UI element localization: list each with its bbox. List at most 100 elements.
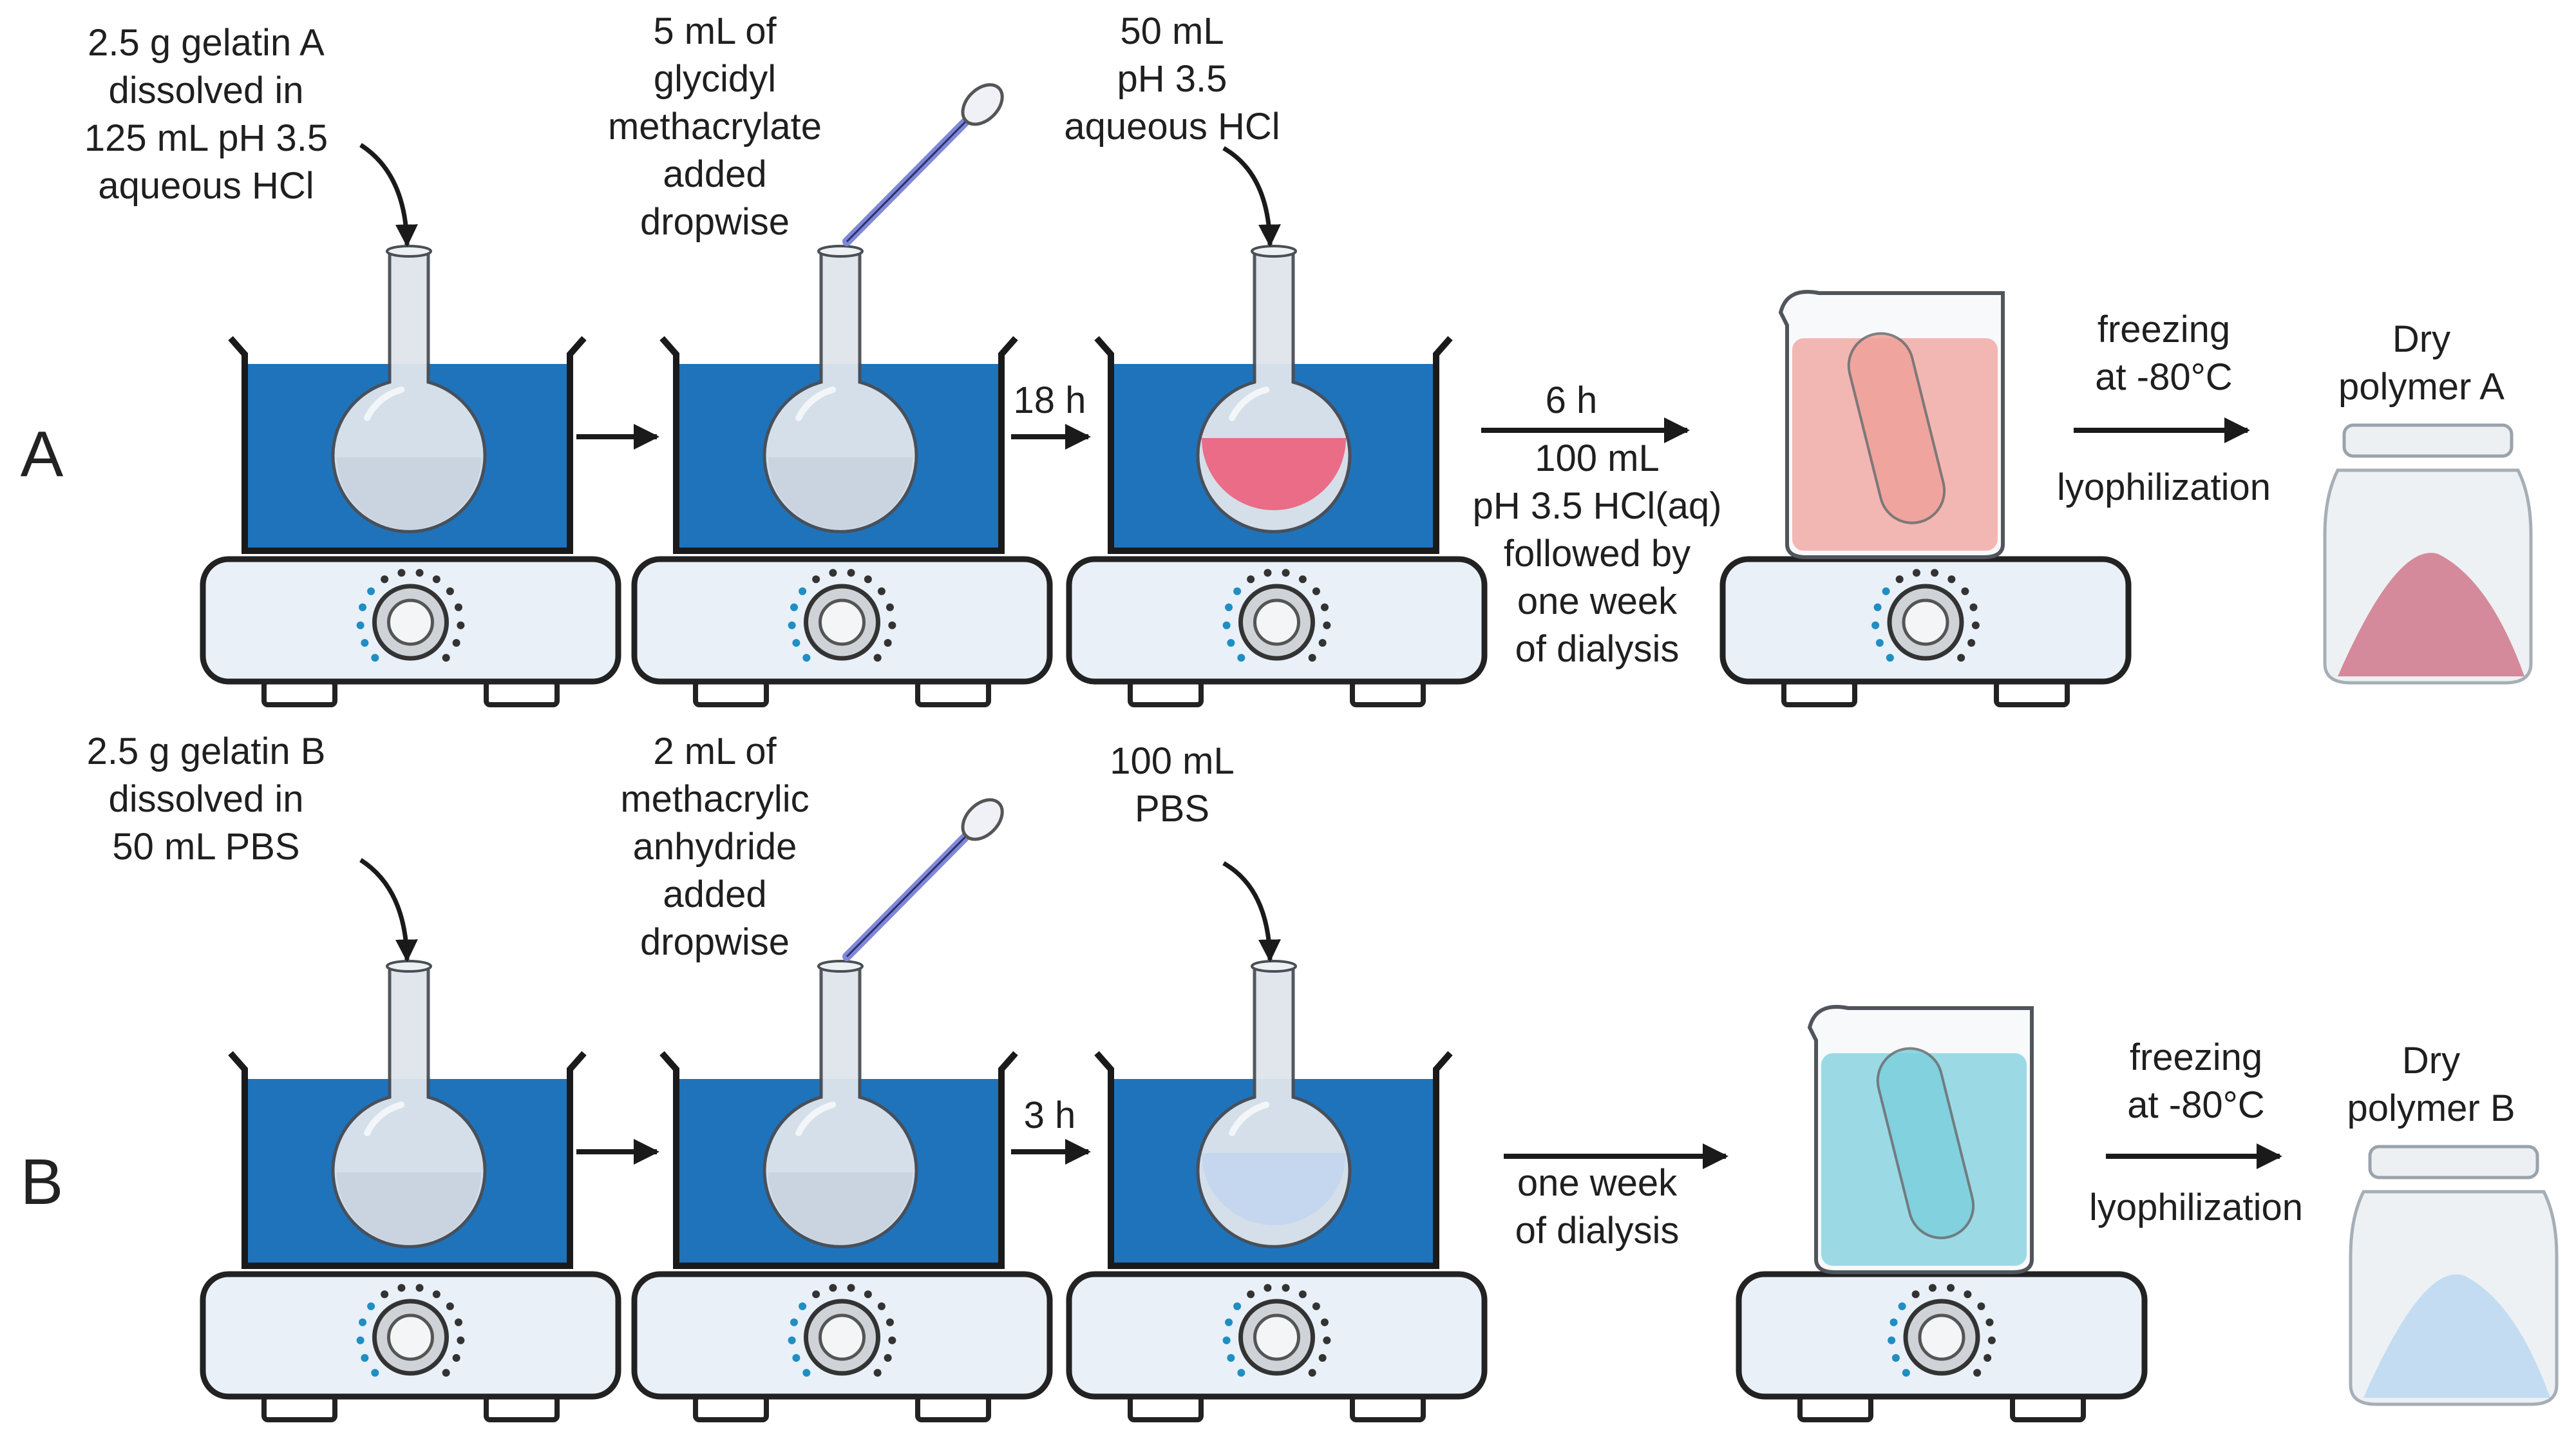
row-a-time-label: 18 h [1013, 379, 1086, 421]
dial-dot [1237, 654, 1245, 662]
dial-dot [792, 639, 800, 647]
dial-dot [457, 621, 465, 629]
flask-highlight [1229, 386, 1270, 421]
dial-dot [415, 569, 424, 577]
dial-dot [1222, 621, 1231, 629]
dial-dot [888, 1336, 896, 1344]
flask-2 [762, 960, 918, 1248]
dial-dot [873, 1369, 882, 1377]
dial-dot [381, 1290, 389, 1299]
beaker-glass [1778, 290, 2005, 559]
row-a-product-label: Dry polymer A [2338, 318, 2505, 408]
row-a-freezing-label: freezing at -80°C [2095, 309, 2233, 398]
dial-dot [1898, 1302, 1906, 1310]
bath-outline [228, 1051, 587, 1269]
hotplate-foot [2010, 1394, 2086, 1422]
bath-outline [659, 1051, 1018, 1269]
dial-dot [1891, 1354, 1900, 1362]
dial-dot [1308, 1369, 1316, 1377]
row-a-step2-label: 5 mL of glycidyl methacrylate added drop… [607, 10, 822, 243]
dial-dot [788, 1336, 796, 1344]
row-b-time-label: 3 h [1023, 1094, 1076, 1136]
jar-lid [2368, 1145, 2539, 1179]
hotplate-3 [1066, 1271, 1488, 1422]
dial-dot [1233, 587, 1242, 595]
dial-dot [1225, 1318, 1233, 1326]
dial-dot [790, 603, 799, 611]
dial-dot [1875, 639, 1884, 647]
dial-dot [415, 1284, 424, 1292]
dial-dot [873, 654, 882, 662]
powder [2338, 553, 2524, 676]
dial-dot [457, 1336, 465, 1344]
jar [2323, 423, 2533, 685]
flask-rim [817, 960, 864, 973]
dial-dot [1882, 587, 1890, 595]
row-a-step3-label: 50 mL pH 3.5 aqueous HCl [1064, 10, 1280, 148]
bath-outline [228, 336, 587, 554]
dial-center [819, 598, 866, 646]
dial-dot [792, 1354, 800, 1362]
row-a [200, 83, 2533, 707]
dial-dot [1871, 621, 1880, 629]
dial-dot [1247, 575, 1255, 584]
dial-dot [1282, 1284, 1290, 1292]
jar-lid [2342, 423, 2514, 458]
beaker-glass [1807, 1005, 2034, 1274]
dial-dot [1973, 1369, 1982, 1377]
dial-dot [1987, 1336, 1996, 1344]
hotplate-4 [1736, 1271, 2148, 1422]
dial-dot [1247, 1290, 1255, 1299]
dial-dot [356, 621, 365, 629]
dial-dot [1237, 1369, 1245, 1377]
arrow-step1 [359, 858, 418, 962]
flask-highlight [795, 386, 837, 421]
dial-dot [1911, 1290, 1920, 1299]
dial-dot [884, 1354, 892, 1362]
hotplate-foot [261, 1394, 337, 1422]
dial-dot [367, 1302, 375, 1310]
dial-dot [847, 1284, 855, 1292]
hotplate-2 [631, 1271, 1053, 1422]
dial-dot [877, 1302, 886, 1310]
row-a-letter: A [20, 418, 64, 490]
dialysis-beaker [1807, 1005, 2034, 1274]
dial-dot [381, 575, 389, 584]
row-b-step2-label: 2 mL of methacrylic anhydride added drop… [620, 730, 810, 963]
dial-dot [1967, 639, 1976, 647]
dial-dot [1971, 621, 1980, 629]
dial-dot [812, 1290, 820, 1299]
row-a-lyophilization-label: lyophilization [2056, 466, 2271, 508]
flask-liquid [337, 457, 481, 530]
row-b-step1-label: 2.5 g gelatin B dissolved in 50 mL PBS [86, 730, 326, 868]
hotplate-foot [915, 679, 991, 707]
row-b-product-label: Dry polymer B [2347, 1040, 2515, 1129]
dial-dot [1969, 603, 1978, 611]
dial-dot [446, 1302, 454, 1310]
dial-dot [442, 1369, 450, 1377]
arrow-step3 [1222, 861, 1281, 962]
hotplate-foot [1128, 1394, 1204, 1422]
dial-dot [802, 654, 811, 662]
dial-dot [1312, 1302, 1320, 1310]
dial-dot [1947, 1284, 1955, 1292]
flask-2 [762, 245, 918, 533]
dial-dot [1320, 603, 1329, 611]
dial-dot [1886, 654, 1894, 662]
dial-dot [361, 1354, 369, 1362]
dial-dot [1889, 1318, 1898, 1326]
flask-liquid [1202, 438, 1346, 510]
dial-dot [1323, 1336, 1331, 1344]
flask-3 [1196, 960, 1352, 1248]
hotplate-foot [1128, 679, 1204, 707]
hotplate-4 [1719, 556, 2132, 707]
flask-liquid [337, 1172, 481, 1245]
dial-center [1253, 1313, 1300, 1361]
jar [2349, 1145, 2559, 1406]
dial-dot [442, 654, 450, 662]
powder [2363, 1274, 2550, 1398]
dial-dot [1873, 603, 1882, 611]
dial-dot [1895, 575, 1904, 584]
flask-highlight [795, 1102, 837, 1136]
dial-dot [397, 569, 406, 577]
